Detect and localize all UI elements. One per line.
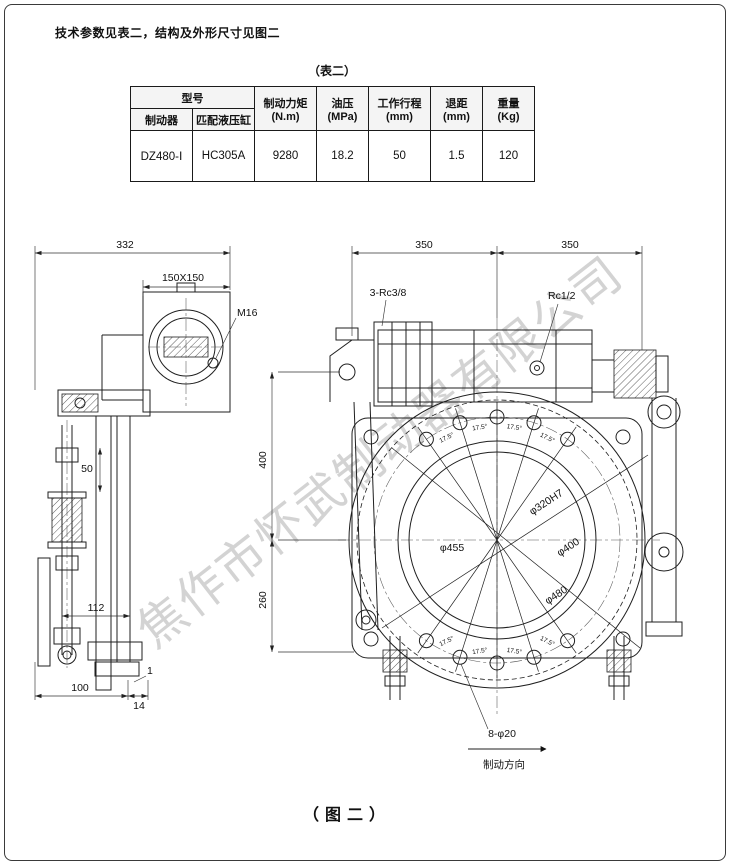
- header-cylinder: 匹配液压缸: [192, 108, 255, 131]
- cell-weight: 120: [482, 130, 535, 182]
- dim-260-label: 260: [257, 591, 269, 609]
- header-retreat: 退距 (mm): [430, 86, 483, 131]
- figure-drawing: 焦作市怀武制动器有限公司: [34, 239, 684, 771]
- angle-label: 17.5°: [539, 634, 557, 648]
- header-model-group: 型号: [130, 86, 255, 109]
- m16-label: M16: [237, 307, 258, 319]
- table-row: DZ480-Ⅰ HC305A 9280 18.2 50 1.5 120: [130, 130, 535, 182]
- cell-pressure: 18.2: [316, 130, 369, 182]
- header-weight: 重量 (Kg): [482, 86, 535, 131]
- angle-label: 17.5°: [506, 646, 523, 656]
- header-torque-unit: (N.m): [271, 110, 300, 123]
- cell-retreat: 1.5: [430, 130, 483, 182]
- angle-label: 17.5°: [506, 422, 523, 432]
- dim-332-label: 332: [116, 239, 134, 251]
- rc12-label: Rc1/2: [548, 290, 576, 302]
- cell-torque: 9280: [254, 130, 317, 182]
- dim-400-label: 400: [257, 451, 269, 469]
- header-retreat-name: 退距: [445, 97, 468, 110]
- dim-50-label: 50: [81, 463, 93, 475]
- page-border: [4, 4, 726, 861]
- dim-350-right-label: 350: [561, 239, 579, 251]
- dim-150x150-label: 150X150: [162, 272, 204, 284]
- header-torque-name: 制动力矩: [263, 97, 308, 110]
- header-stroke: 工作行程 (mm): [368, 86, 431, 131]
- angle-label: 17.5°: [472, 646, 489, 656]
- phi400-label: φ400: [555, 536, 582, 559]
- cell-stroke: 50: [368, 130, 431, 182]
- figure-caption: （图二）: [302, 807, 391, 824]
- holes-label: 8-φ20: [488, 728, 516, 740]
- header-stroke-name: 工作行程: [377, 97, 422, 110]
- dim-100-label: 100: [71, 682, 89, 694]
- dim-14-label: 14: [133, 700, 145, 712]
- phi480-label: φ480: [543, 584, 570, 607]
- left-view: 332 150X150 M16 50 112 100 14 1: [34, 239, 258, 712]
- phi320-label: φ320H7: [527, 487, 565, 518]
- angle-label: 17.5°: [539, 431, 557, 445]
- dim-1-label: 1: [147, 665, 153, 677]
- header-pressure-unit: (MPa): [327, 110, 358, 123]
- direction-label: 制动方向: [483, 758, 525, 771]
- dim-350-left-label: 350: [415, 239, 433, 251]
- header-stroke-unit: (mm): [386, 110, 413, 123]
- header-brake: 制动器: [130, 108, 193, 131]
- header-weight-unit: (Kg): [497, 110, 520, 123]
- header-pressure: 油压 (MPa): [316, 86, 369, 131]
- phi455-label: φ455: [440, 542, 464, 554]
- cell-brake-model: DZ480-Ⅰ: [130, 130, 193, 182]
- angle-label: 17.5°: [438, 634, 456, 648]
- top-note: 技术参数见表二，结构及外形尺寸见图二: [55, 26, 281, 40]
- header-retreat-unit: (mm): [443, 110, 470, 123]
- rc38-label: 3-Rc3/8: [370, 287, 407, 299]
- header-torque: 制动力矩 (N.m): [254, 86, 317, 131]
- table-caption: （表二）: [307, 64, 356, 78]
- header-weight-name: 重量: [497, 97, 520, 110]
- spec-table: 型号 制动力矩 (N.m) 油压 (MPa) 工作行程 (mm) 退距 (mm)…: [130, 86, 535, 182]
- header-pressure-name: 油压: [331, 97, 354, 110]
- dim-112-label: 112: [88, 602, 105, 614]
- cell-cylinder-model: HC305A: [192, 130, 255, 182]
- angle-label: 17.5°: [472, 422, 489, 432]
